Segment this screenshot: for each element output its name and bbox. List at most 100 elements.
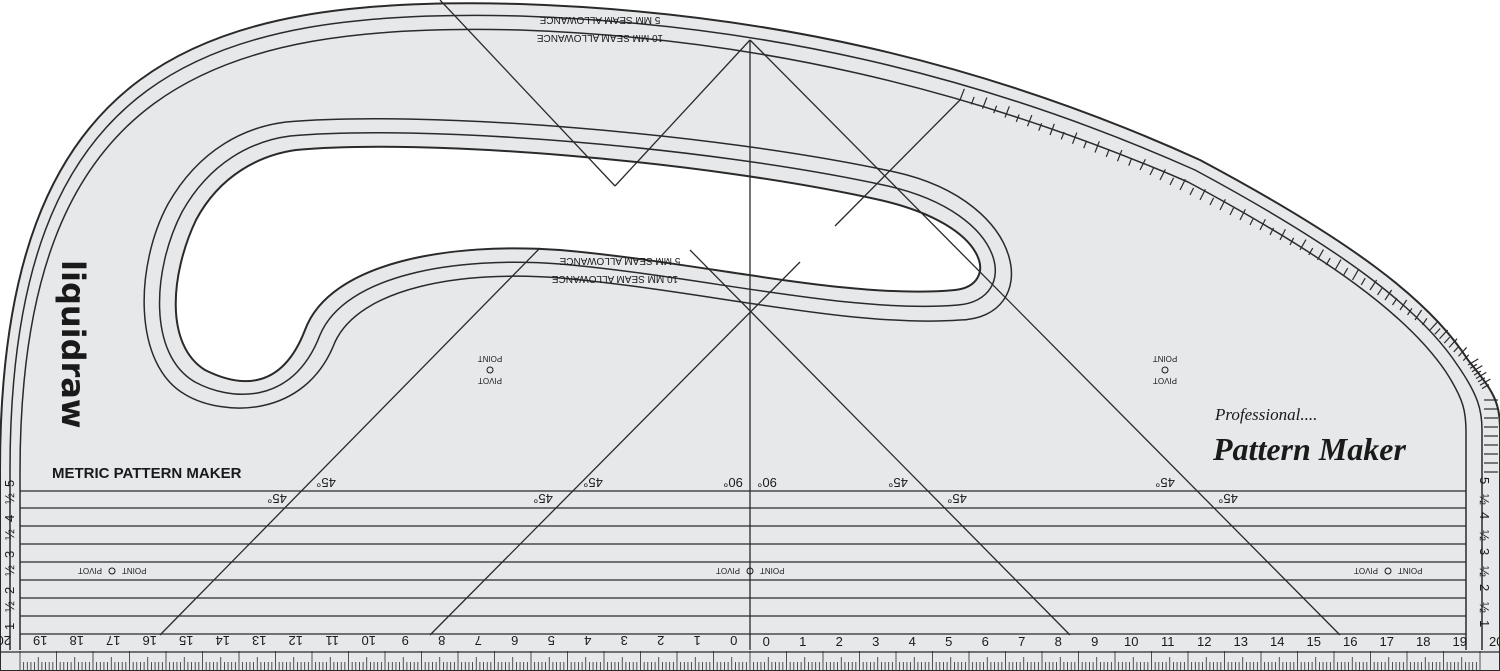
cm-label: 12: [289, 633, 303, 648]
cm-label: 11: [326, 633, 340, 648]
guide-line: [834, 99, 961, 227]
edge-tick: [1116, 149, 1123, 162]
cm-label: 1: [799, 634, 806, 649]
svg-text:PIVOT: PIVOT: [78, 566, 102, 575]
side-scale-label: ½: [2, 529, 17, 540]
cm-label: 4: [584, 633, 591, 648]
side-scale-label: 4: [2, 515, 17, 522]
edge-tick: [970, 96, 975, 105]
cm-label: 14: [1270, 634, 1284, 649]
side-scale-label: 2: [1477, 584, 1492, 591]
seam-label-5mm-top: 5 MM SEAM ALLOWANCE: [539, 14, 660, 25]
edge-tick: [1249, 217, 1255, 226]
cm-label: 16: [1343, 634, 1357, 649]
edge-tick: [1407, 308, 1413, 316]
edge-tick: [1316, 249, 1324, 261]
svg-text:POINT: POINT: [1398, 566, 1423, 575]
svg-text:POINT: POINT: [122, 566, 147, 575]
angle-label-45: 45°: [533, 491, 553, 506]
edge-tick: [1453, 345, 1460, 353]
cm-label: 6: [511, 633, 518, 648]
right-side-scale: 1½2½3½4½5: [1477, 477, 1492, 627]
cm-label: 20: [0, 633, 11, 648]
edge-tick: [1269, 227, 1275, 236]
edge-tick: [1060, 131, 1065, 140]
pivot-point-center-bottom: POINT PIVOT: [716, 566, 785, 575]
cm-label: 15: [1307, 634, 1321, 649]
edge-tick: [1458, 347, 1468, 357]
seam-allowance-10mm-outer: [19, 28, 1467, 650]
cm-label: 10: [362, 633, 376, 648]
edge-tick: [1299, 239, 1307, 251]
side-scale-label: 3: [2, 551, 17, 558]
edge-tick: [1414, 309, 1423, 321]
cm-label: 19: [1453, 634, 1467, 649]
edge-tick: [1467, 358, 1479, 366]
seam-label-5mm-hole: 5 MM SEAM ALLOWANCE: [559, 255, 680, 266]
guide-line: [614, 39, 751, 187]
cm-label: 13: [252, 633, 266, 648]
edge-tick: [1308, 247, 1314, 256]
left-side-scale: 1½2½3½4½5: [2, 480, 17, 630]
side-scale-label: ½: [1477, 602, 1492, 613]
cm-label: 5: [945, 634, 952, 649]
cm-label: 2: [836, 634, 843, 649]
cm-label: 20: [1489, 634, 1500, 649]
seam-label-10mm-hole: 10 MM SEAM ALLOWANCE: [552, 273, 679, 284]
edge-tick: [1392, 298, 1398, 306]
angle-label-90: 90°: [757, 475, 777, 490]
side-scale-label: 1: [2, 623, 17, 630]
cm-label: 9: [402, 633, 409, 648]
edge-tick: [1199, 188, 1206, 201]
side-scale-label: ½: [1477, 494, 1492, 505]
pattern-maker-title: Pattern Maker: [1212, 431, 1406, 467]
side-scale-label: 3: [1477, 548, 1492, 555]
hole-seam-5mm: [158, 132, 996, 395]
edge-tick: [1015, 114, 1020, 123]
cm-label: 18: [1416, 634, 1430, 649]
edge-tick: [1439, 329, 1449, 340]
svg-text:PIVOT: PIVOT: [1153, 376, 1177, 385]
edge-tick: [1422, 318, 1428, 326]
edge-tick: [1189, 187, 1195, 196]
edge-tick: [1462, 354, 1470, 362]
guide-line: [159, 247, 541, 636]
seam-label-10mm-top: 10 MM SEAM ALLOWANCE: [537, 32, 664, 43]
bottom-mm-scale: [19, 651, 1481, 671]
curve-cutout: [174, 145, 981, 383]
cm-label: 12: [1197, 634, 1211, 649]
cm-label: 3: [621, 633, 628, 648]
edge-tick: [1289, 237, 1295, 246]
edge-tick: [1377, 288, 1383, 296]
cm-label: 10: [1124, 634, 1138, 649]
edge-tick: [1083, 140, 1088, 149]
edge-tick: [1360, 277, 1366, 286]
edge-tick: [1471, 365, 1483, 373]
cm-label: 11: [1161, 634, 1175, 649]
pivot-point-left-bottom: POINT PIVOT: [78, 566, 147, 575]
guide-line: [429, 261, 801, 636]
side-scale-label: ½: [2, 601, 17, 612]
edge-tick: [1325, 257, 1331, 266]
side-scale-label: 1: [1477, 620, 1492, 627]
cm-label: 15: [179, 633, 193, 648]
side-scale-label: 5: [1477, 477, 1492, 484]
edge-tick: [959, 88, 965, 101]
edge-tick: [1169, 177, 1175, 186]
edge-tick: [1343, 267, 1349, 276]
cm-label: 7: [1018, 634, 1025, 649]
edge-tick: [1477, 377, 1486, 383]
edge-tick: [1038, 122, 1043, 131]
edge-tick: [981, 97, 988, 109]
professional-label: Professional....: [1214, 405, 1317, 424]
guide-line: [689, 249, 1071, 636]
pivot-point-left-top: PIVOT POINT: [478, 354, 503, 385]
edge-tick: [1105, 149, 1110, 158]
edge-tick: [1159, 168, 1166, 181]
edge-tick: [993, 105, 998, 114]
edge-tick: [1259, 218, 1266, 231]
svg-text:POINT: POINT: [760, 566, 785, 575]
pivot-point-right-top: PIVOT POINT: [1153, 354, 1178, 385]
edge-tick: [1026, 114, 1033, 127]
